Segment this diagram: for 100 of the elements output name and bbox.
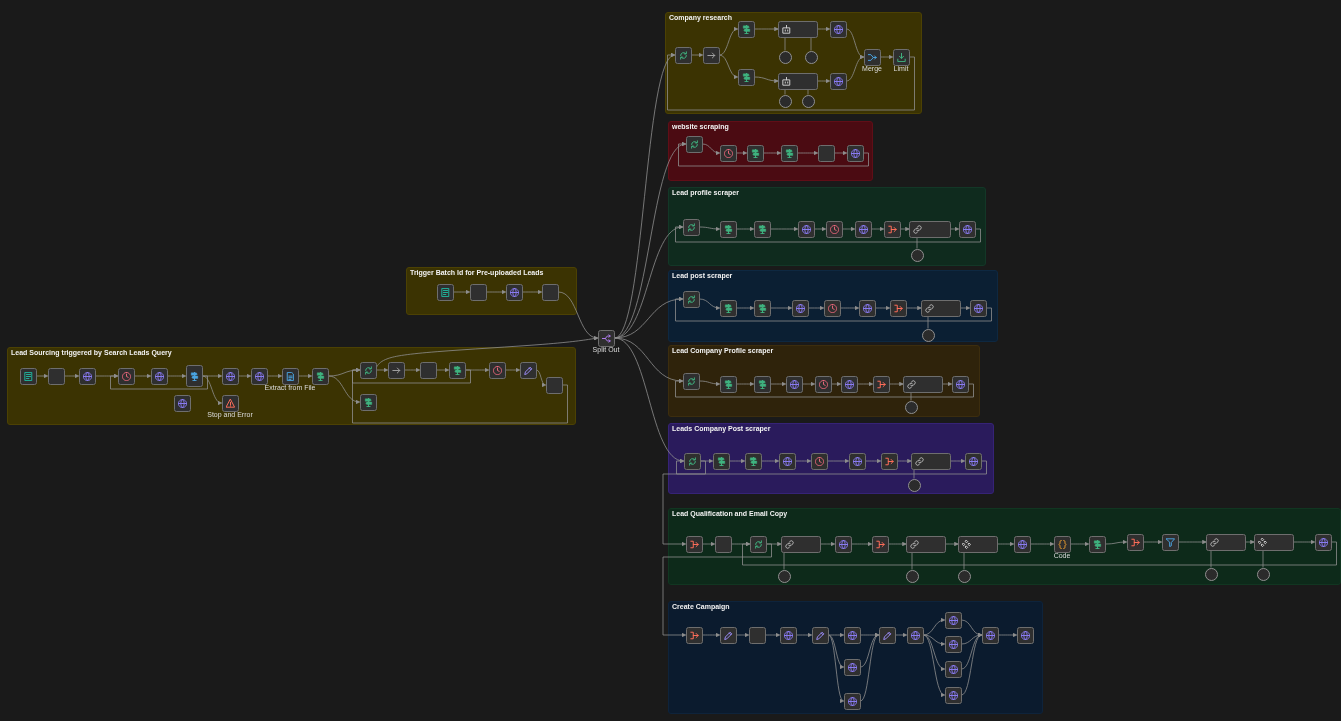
- sub-node-circle: [1204, 567, 1218, 581]
- agent-node: [909, 220, 951, 238]
- workflow-node: [719, 375, 737, 393]
- workflow-node: [519, 361, 537, 379]
- workflow-node: [682, 218, 700, 236]
- workflow-node: [791, 299, 809, 317]
- workflow-node: [969, 299, 987, 317]
- workflow-node: [387, 361, 405, 379]
- workflow-node: [846, 144, 864, 162]
- workflow-node: [848, 452, 866, 470]
- agent-node: [903, 375, 943, 393]
- workflow-node: [719, 220, 737, 238]
- sub-node-circle: [921, 328, 935, 342]
- workflow-node: [47, 367, 65, 385]
- workflow-node: [944, 635, 962, 653]
- workflow-node: [748, 626, 766, 644]
- sticky-note: [668, 508, 1341, 585]
- connection-line: [1210, 550, 1212, 568]
- workflow-node: [737, 20, 755, 38]
- sticky-note: [668, 121, 873, 181]
- workflow-node: [682, 372, 700, 390]
- workflow-node: [685, 626, 703, 644]
- sticky-note: [668, 270, 998, 342]
- sticky-note: [668, 601, 1043, 714]
- sub-node-circle: [905, 569, 919, 583]
- connection-line: [913, 469, 915, 479]
- workflow-node: [746, 144, 764, 162]
- workflow-node: [744, 452, 762, 470]
- workflow-node: [505, 283, 523, 301]
- workflow-node: [858, 299, 876, 317]
- workflow-node: [944, 660, 962, 678]
- workflow-node: [448, 361, 466, 379]
- sub-node-circle: [1256, 567, 1270, 581]
- connection-line: [810, 37, 812, 51]
- workflow-node: [419, 361, 437, 379]
- sub-node-circle: [910, 248, 924, 262]
- workflow-node: [737, 68, 755, 86]
- connection-line: [910, 392, 912, 401]
- workflow-node: [878, 626, 896, 644]
- sub-node-circle: [778, 50, 792, 64]
- workflow-node: [854, 220, 872, 238]
- workflow-node: [964, 452, 982, 470]
- agent-node: [1254, 533, 1294, 551]
- sticky-note: [668, 345, 980, 417]
- workflow-node: [1126, 533, 1144, 551]
- sub-node-circle: [777, 569, 791, 583]
- workflow-node: [780, 144, 798, 162]
- workflow-node: [906, 626, 924, 644]
- connection-line: [916, 237, 918, 249]
- agent-node: [1206, 533, 1246, 551]
- workflow-node: [814, 375, 832, 393]
- sub-node-circle: [801, 94, 815, 108]
- workflow-node: [1013, 535, 1031, 553]
- connection-line: [1262, 550, 1264, 568]
- sticky-note: [665, 12, 922, 114]
- workflow-node: [674, 46, 692, 64]
- workflow-node: [944, 611, 962, 629]
- workflow-node: [1314, 533, 1332, 551]
- sub-node-circle: [907, 478, 921, 492]
- sticky-note: [7, 347, 576, 425]
- sub-node-circle: [904, 400, 918, 414]
- workflow-node: [719, 144, 737, 162]
- agent-node: [958, 535, 998, 553]
- workflow-node: [541, 283, 559, 301]
- connection-line: [927, 316, 929, 329]
- connection-line: [783, 552, 785, 570]
- workflow-node: [817, 144, 835, 162]
- workflow-node: [843, 692, 861, 710]
- connection-line: [807, 89, 809, 95]
- workflow-node: [840, 375, 858, 393]
- workflow-node: [685, 535, 703, 553]
- workflow-node: [951, 375, 969, 393]
- workflow-node: [683, 452, 701, 470]
- sticky-note: [668, 187, 986, 266]
- workflow-node: [753, 220, 771, 238]
- workflow-node: [488, 361, 506, 379]
- workflow-node: [779, 626, 797, 644]
- workflow-node: [250, 367, 268, 385]
- workflow-node: [753, 375, 771, 393]
- workflow-node: [1016, 626, 1034, 644]
- workflow-node: [714, 535, 732, 553]
- workflow-node: [829, 72, 847, 90]
- workflow-node: [811, 626, 829, 644]
- workflow-node: [797, 220, 815, 238]
- workflow-node: [150, 367, 168, 385]
- workflow-node: [843, 626, 861, 644]
- workflow-node: [702, 46, 720, 64]
- sticky-note: [668, 423, 994, 494]
- connection-line: [784, 89, 786, 95]
- workflow-node: [436, 283, 454, 301]
- workflow-node: [173, 394, 191, 412]
- workflow-node: [871, 535, 889, 553]
- workflow-node: [843, 658, 861, 676]
- workflow-node: [311, 367, 329, 385]
- workflow-node: [889, 299, 907, 317]
- agent-node: [906, 535, 946, 553]
- workflow-node: [749, 535, 767, 553]
- workflow-node: [221, 367, 239, 385]
- workflow-node: [19, 367, 37, 385]
- workflow-node: [117, 367, 135, 385]
